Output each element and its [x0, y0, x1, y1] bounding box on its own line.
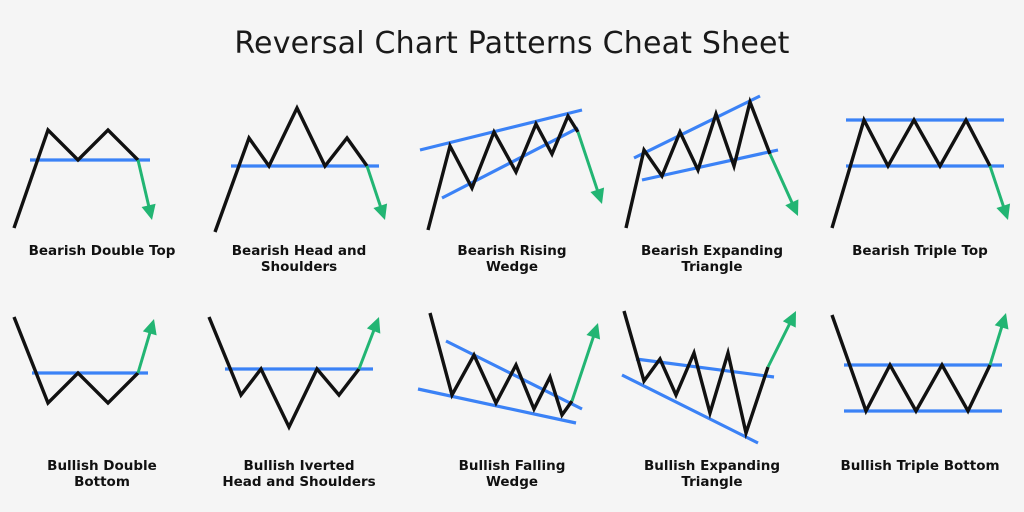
breakout-arrow-head-icon — [785, 199, 799, 216]
pattern-label-line: Bullish Triple Bottom — [840, 458, 1000, 474]
breakout-arrow-shaft — [768, 153, 795, 205]
pattern-label-line: Bottom — [74, 473, 130, 490]
breakout-arrow-shaft — [136, 159, 151, 208]
breakout-arrow-shaft — [357, 328, 376, 370]
pattern-figure-bullish-double-bottom — [0, 303, 204, 453]
pattern-chart-bullish-triple-bottom — [830, 313, 1009, 416]
pattern-label-line: Bearish Rising — [457, 243, 567, 259]
pattern-label-line: Wedge — [485, 258, 539, 275]
breakout-arrow-head-icon — [996, 203, 1011, 220]
trend-line-lower-support — [417, 387, 577, 425]
pattern-label-bearish-double-top: Bearish Double Top — [0, 243, 204, 260]
pattern-chart-bullish-inverted-head-and-shoulders — [207, 316, 381, 431]
price-path — [12, 126, 140, 229]
pattern-grid: Bearish Double Top Bearish Head and Shoul… — [0, 88, 1024, 508]
pattern-figure-bearish-expanding-triangle — [610, 88, 814, 238]
pattern-figure-bullish-triple-bottom — [818, 303, 1022, 453]
pattern-chart-bullish-falling-wedge — [417, 312, 601, 425]
breakout-arrow-shaft — [766, 321, 792, 368]
pattern-chart-bullish-expanding-triangle — [621, 310, 796, 445]
pattern-label-line: Bullish Expanding — [643, 458, 780, 474]
pattern-label-line: Bearish Head and Shoulders — [231, 243, 367, 275]
price-path — [207, 316, 361, 431]
pattern-label-line: Bullish Double — [47, 458, 157, 474]
pattern-figure-bearish-rising-wedge — [410, 88, 614, 238]
pattern-label-line: Wedge — [485, 473, 539, 490]
breakout-arrow-shaft — [576, 131, 600, 193]
breakout-arrow-shaft — [136, 331, 152, 374]
breakout-arrow-head-icon — [782, 311, 796, 328]
pattern-label-line: Triangle — [681, 258, 743, 275]
breakout-arrow-head-icon — [142, 319, 157, 336]
pattern-label-line: Bearish Double Top — [28, 243, 176, 259]
pattern-chart-bearish-double-top — [12, 126, 156, 229]
breakout-arrow-head-icon — [590, 187, 605, 204]
trend-line-lower-support — [641, 148, 779, 182]
price-path — [213, 104, 369, 233]
price-path — [830, 314, 992, 416]
pattern-chart-bearish-expanding-triangle — [624, 94, 799, 229]
pattern-figure-bearish-triple-top — [818, 88, 1022, 238]
breakout-arrow-head-icon — [586, 323, 601, 340]
pattern-label-line: Head and Shoulders — [222, 473, 376, 490]
pattern-chart-bearish-head-and-shoulders — [213, 104, 388, 233]
breakout-arrow-head-icon — [366, 317, 381, 334]
pattern-figure-bearish-head-and-shoulders — [197, 88, 401, 238]
trend-line-upper-resistance — [419, 108, 583, 152]
breakout-arrow-shaft — [988, 324, 1004, 366]
breakout-arrow-shaft — [988, 165, 1006, 209]
pattern-label-bullish-triple-bottom: Bullish Triple Bottom — [818, 458, 1022, 475]
trend-line-lower-support — [621, 373, 759, 445]
trend-line-upper-resistance — [445, 339, 583, 411]
page-title: Reversal Chart Patterns Cheat Sheet — [234, 26, 790, 61]
pattern-chart-bearish-triple-top — [830, 115, 1011, 229]
pattern-card-bearish-head-and-shoulders[interactable]: Bearish Head and Shoulders — [197, 88, 401, 276]
pattern-label-bearish-head-and-shoulders: Bearish Head and Shoulders — [197, 243, 401, 276]
pattern-label-line: Bullish Iverted — [243, 458, 355, 474]
price-path — [428, 312, 574, 419]
pattern-label-line: Bearish Expanding — [640, 243, 784, 259]
price-path — [426, 112, 580, 231]
price-path — [12, 316, 140, 407]
pattern-figure-bullish-falling-wedge — [410, 303, 614, 453]
trend-line-upper-resistance — [633, 94, 761, 160]
pattern-card-bearish-double-top[interactable]: Bearish Double Top — [0, 88, 204, 260]
breakout-arrow-shaft — [365, 165, 383, 209]
breakout-arrow-head-icon — [373, 203, 388, 220]
breakout-arrow-shaft — [570, 334, 596, 402]
pattern-label-bearish-triple-top: Bearish Triple Top — [818, 243, 1022, 260]
pattern-figure-bullish-expanding-triangle — [610, 303, 814, 453]
breakout-arrow-head-icon — [994, 313, 1009, 330]
pattern-card-bearish-triple-top[interactable]: Bearish Triple Top — [818, 88, 1022, 260]
pattern-chart-bullish-double-bottom — [12, 316, 157, 407]
pattern-figure-bullish-inverted-head-and-shoulders — [197, 303, 401, 453]
pattern-figure-bearish-double-top — [0, 88, 204, 238]
price-path — [622, 310, 770, 440]
pattern-card-bullish-triple-bottom[interactable]: Bullish Triple Bottom — [818, 303, 1022, 475]
pattern-label-line: Bearish Triple Top — [852, 243, 988, 259]
pattern-chart-bearish-rising-wedge — [419, 108, 605, 231]
price-path — [830, 115, 992, 229]
breakout-arrow-head-icon — [141, 203, 156, 220]
pattern-label-line: Triangle — [681, 473, 743, 490]
price-path — [624, 96, 772, 229]
pattern-label-line: Bullish Falling — [458, 458, 566, 474]
